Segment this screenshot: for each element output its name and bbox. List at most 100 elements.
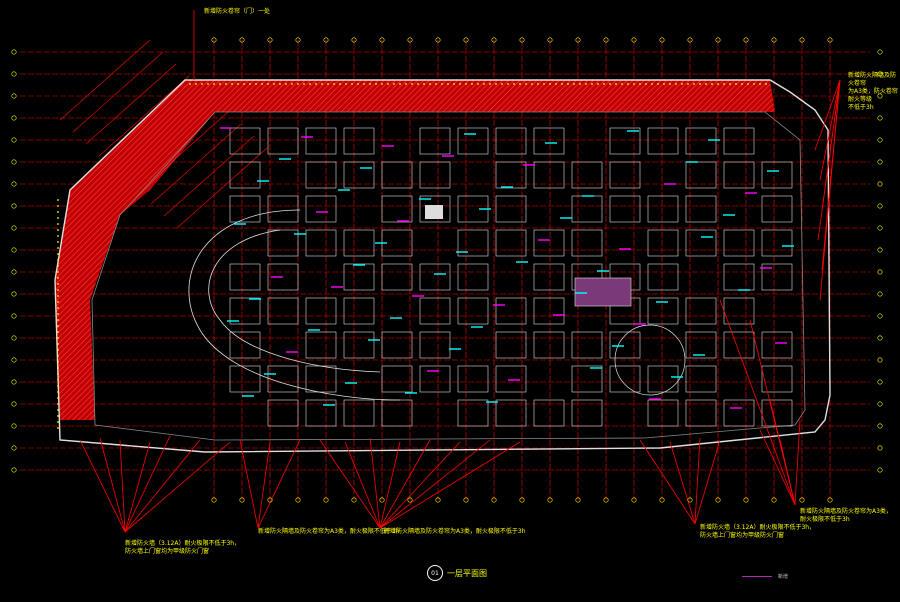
frontage-dot [705, 83, 707, 85]
frontage-dot [57, 265, 59, 267]
axis-bubble [877, 401, 883, 407]
frontage-dot [57, 247, 59, 249]
frontage-dot [525, 83, 527, 85]
room [343, 331, 375, 359]
frontage-dot [411, 83, 413, 85]
frontage-dot [657, 83, 659, 85]
room [761, 365, 793, 393]
room [571, 365, 603, 393]
axis-bubble [11, 445, 17, 451]
frontage-dot [57, 259, 59, 261]
frontage-dot [675, 83, 677, 85]
axis-grid-lines [20, 39, 870, 500]
room [419, 297, 451, 325]
frontage-dot [693, 83, 695, 85]
right-annotation: 新增防火隔墙及防火卷帘 为A3类，防火卷帘耐火等级 不低于3h [848, 72, 898, 111]
axis-bubble [603, 497, 609, 503]
annotation-leaders [79, 10, 841, 533]
frontage-dot [639, 83, 641, 85]
grid-line-diagonal [163, 135, 255, 217]
room [419, 127, 451, 155]
frontage-dot [399, 83, 401, 85]
frontage-dot [57, 409, 59, 411]
frontage-dot [435, 83, 437, 85]
frontage-dot [717, 83, 719, 85]
axis-bubble [877, 269, 883, 275]
axis-bubble [877, 379, 883, 385]
grid-line-diagonal [85, 63, 177, 145]
frontage-dot [345, 83, 347, 85]
frontage-dot [603, 83, 605, 85]
frontage-dot [681, 83, 683, 85]
room [647, 263, 679, 291]
axis-bubble [827, 497, 833, 503]
axis-bubble [11, 423, 17, 429]
room [343, 399, 375, 427]
frontage-dot [57, 199, 59, 201]
axis-bubble [877, 445, 883, 451]
frontage-dot [297, 83, 299, 85]
frontage-dot [723, 83, 725, 85]
axis-bubble [877, 423, 883, 429]
axis-bubble [519, 37, 525, 43]
room [381, 161, 413, 189]
axis-bubble [603, 37, 609, 43]
frontage-dot [453, 83, 455, 85]
axis-bubble [11, 379, 17, 385]
axis-bubble [11, 181, 17, 187]
frontage-dot [573, 83, 575, 85]
room [685, 195, 717, 223]
frontage-dot [753, 83, 755, 85]
axis-bubble [687, 37, 693, 43]
room [761, 331, 793, 359]
left-bottom-annotation: 新增防火墙（3.12A）耐火极限不低于3h， 防火墙上门窗均为甲级防火门窗 [125, 540, 241, 555]
frontage-dot [321, 83, 323, 85]
room [495, 195, 527, 223]
room [343, 263, 375, 291]
axis-bubble [379, 497, 385, 503]
room [647, 195, 679, 223]
room [267, 195, 299, 223]
frontage-dot [459, 83, 461, 85]
axis-bubble [11, 93, 17, 99]
room [723, 161, 755, 189]
frontage-dot [249, 83, 251, 85]
frontage-dot [57, 421, 59, 423]
frontage-dot [285, 83, 287, 85]
frontage-dot [759, 83, 761, 85]
frontage-dot [291, 83, 293, 85]
frontage-dot [57, 307, 59, 309]
axis-bubble [631, 497, 637, 503]
room [723, 263, 755, 291]
frontage-dot [405, 83, 407, 85]
frontage-dot [57, 319, 59, 321]
frontage-dot [579, 83, 581, 85]
outer-wall [54, 79, 831, 453]
room [229, 331, 261, 359]
axis-bubble [351, 37, 357, 43]
frontage-dot [237, 83, 239, 85]
room [685, 127, 717, 155]
frontage-dot [231, 83, 233, 85]
axis-bubble [877, 291, 883, 297]
frontage-dot [549, 83, 551, 85]
frontage-dot [687, 83, 689, 85]
frontage-dot [711, 83, 713, 85]
room [685, 365, 717, 393]
frontage-dot [465, 83, 467, 85]
stair-core [574, 277, 632, 307]
room [267, 263, 299, 291]
room [229, 365, 261, 393]
axis-bubble [877, 159, 883, 165]
leader-line [794, 419, 801, 506]
frontage-dot [57, 379, 59, 381]
inner-wall [91, 111, 806, 441]
legend-label: 新增 [778, 574, 789, 580]
frontage-dot [597, 83, 599, 85]
frontage-dot [651, 83, 653, 85]
frontage-dot [381, 83, 383, 85]
frontage-dot [507, 83, 509, 85]
room [381, 365, 413, 393]
frontage-dot [513, 83, 515, 85]
